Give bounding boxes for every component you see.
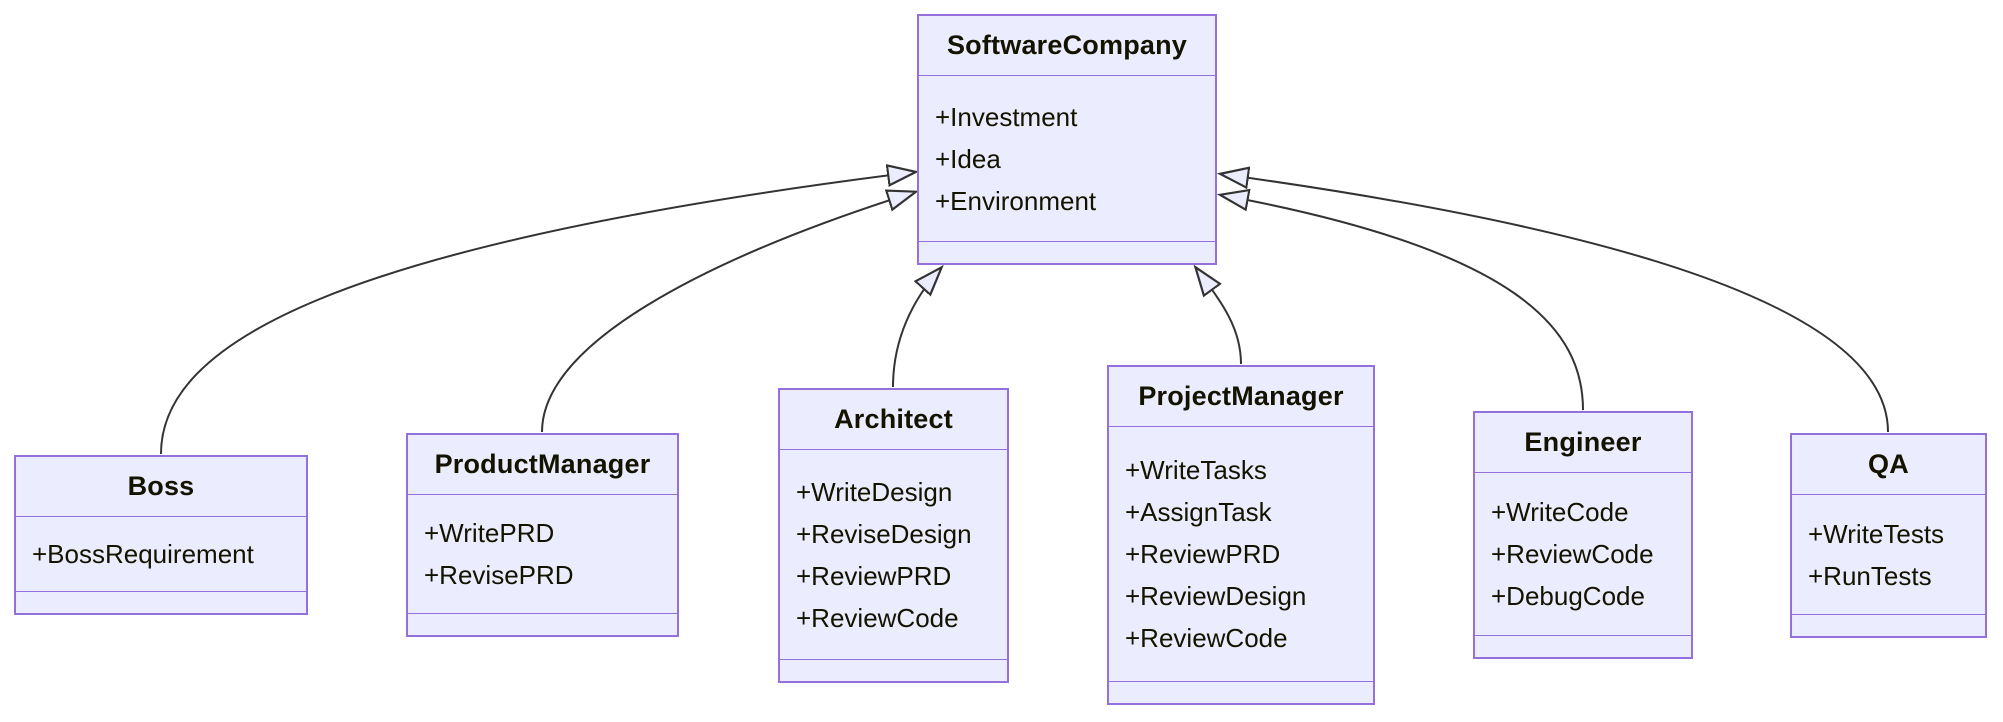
class-box-boss: Boss +BossRequirement xyxy=(14,455,308,615)
class-member: +Environment xyxy=(935,185,1097,216)
class-title: Engineer xyxy=(1475,413,1691,473)
class-title: Architect xyxy=(780,390,1007,450)
class-member: +ReviewCode xyxy=(796,602,959,633)
class-methods-empty xyxy=(16,591,306,613)
class-methods-empty xyxy=(1475,635,1691,657)
edge-projectmanager-to-softwarecompany xyxy=(1196,268,1242,365)
class-title: ProductManager xyxy=(408,435,677,495)
class-methods-empty xyxy=(1109,681,1373,703)
class-member: +ReviewPRD xyxy=(1125,539,1281,569)
class-member: +WritePRD xyxy=(424,518,555,548)
class-member: +BossRequirement xyxy=(32,539,254,569)
class-members: +WriteTests +RunTests xyxy=(1792,495,1985,614)
class-members: +WriteDesign +ReviseDesign +ReviewPRD +R… xyxy=(780,450,1007,659)
class-members: +WriteCode +ReviewCode +DebugCode xyxy=(1475,473,1691,635)
class-methods-empty xyxy=(780,659,1007,681)
class-member: +ReviewPRD xyxy=(796,560,952,591)
class-box-projectmanager: ProjectManager +WriteTasks +AssignTask +… xyxy=(1107,365,1375,705)
class-member: +ReviewCode xyxy=(1491,539,1654,569)
class-box-architect: Architect +WriteDesign +ReviseDesign +Re… xyxy=(778,388,1009,683)
class-member: +DebugCode xyxy=(1491,581,1645,611)
class-member: +ReviewCode xyxy=(1125,623,1288,653)
class-member: +Idea xyxy=(935,143,1001,174)
class-box-productmanager: ProductManager +WritePRD +RevisePRD xyxy=(406,433,679,637)
class-methods-empty xyxy=(1792,614,1985,636)
class-member: +AssignTask xyxy=(1125,497,1272,527)
class-members: +Investment +Idea +Environment xyxy=(919,76,1215,241)
class-methods-empty xyxy=(408,613,677,635)
class-member: +WriteTasks xyxy=(1125,455,1267,485)
class-member: +WriteCode xyxy=(1491,497,1629,527)
class-box-engineer: Engineer +WriteCode +ReviewCode +DebugCo… xyxy=(1473,411,1693,659)
class-members: +WriteTasks +AssignTask +ReviewPRD +Revi… xyxy=(1109,427,1373,681)
class-title: QA xyxy=(1792,435,1985,495)
class-methods-empty xyxy=(919,241,1215,263)
class-member: +WriteTests xyxy=(1808,518,1945,549)
class-member: +Investment xyxy=(935,101,1078,132)
class-member: +ReviseDesign xyxy=(796,518,972,549)
class-members: +WritePRD +RevisePRD xyxy=(408,495,677,613)
class-title: Boss xyxy=(16,457,306,517)
edge-architect-to-softwarecompany xyxy=(892,268,941,388)
class-title: SoftwareCompany xyxy=(919,16,1215,76)
class-title: ProjectManager xyxy=(1109,367,1373,427)
class-member: +WriteDesign xyxy=(796,476,953,507)
class-member: +RunTests xyxy=(1808,560,1932,591)
class-members: +BossRequirement xyxy=(16,517,306,591)
class-member: +RevisePRD xyxy=(424,560,574,590)
class-box-softwarecompany: SoftwareCompany +Investment +Idea +Envir… xyxy=(917,14,1217,265)
class-member: +ReviewDesign xyxy=(1125,581,1307,611)
class-box-qa: QA +WriteTests +RunTests xyxy=(1790,433,1987,638)
